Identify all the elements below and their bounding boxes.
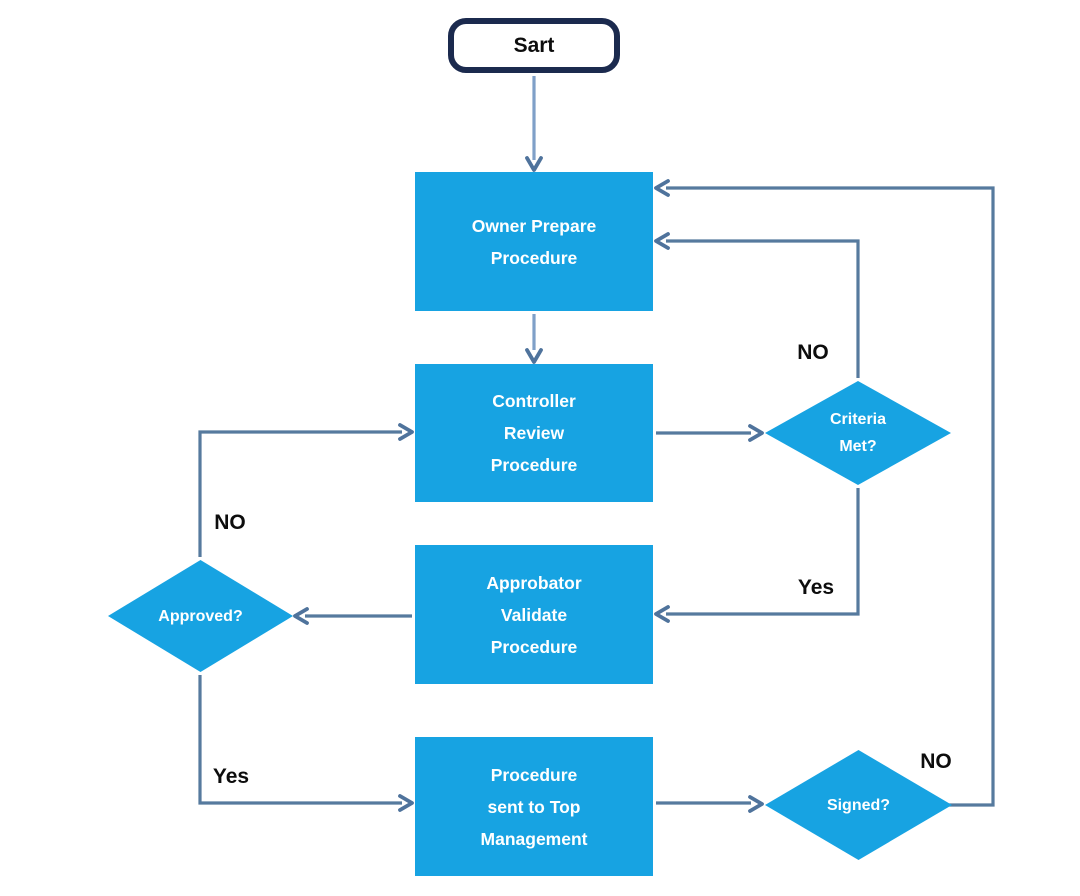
process-box-owner-prepare: Owner Prepare Procedure xyxy=(415,172,653,311)
process-label-line: Procedure xyxy=(490,636,578,657)
edge-approved-yes-to-topmgmt xyxy=(198,675,414,812)
process-label-line: Review xyxy=(503,423,565,443)
process-label-line: Approbator xyxy=(486,572,582,593)
process-box-approbator-validate: Approbator Validate Procedure xyxy=(415,545,653,684)
edge-label-signed-no: NO xyxy=(920,750,952,773)
process-box-controller-review: Controller Review Procedure xyxy=(415,364,653,502)
edge-approved-no-to-controller xyxy=(198,423,414,557)
edge-signed-no-to-owner xyxy=(654,179,995,807)
edge-criteria-no-to-owner xyxy=(654,232,860,378)
process-label-line: Validate xyxy=(500,604,568,625)
decision-label-line: Approved? xyxy=(158,607,243,625)
edge-controller-to-criteria xyxy=(656,424,764,442)
process-box-top-management: Procedure sent to Top Management xyxy=(415,737,653,876)
edge-label-criteria-no: NO xyxy=(797,341,829,364)
start-label: Sart xyxy=(513,33,555,57)
edge-start-to-owner xyxy=(525,76,543,172)
process-label-line: Procedure xyxy=(490,247,578,268)
process-label-line: sent to Top xyxy=(487,796,581,817)
process-label-line: Owner Prepare xyxy=(471,215,597,236)
start-node: Sart xyxy=(448,18,620,73)
process-label-line: Procedure xyxy=(490,455,578,475)
edge-criteria-yes-to-approbator xyxy=(654,488,860,623)
decision-label-line: Signed? xyxy=(826,796,891,814)
edge-owner-to-controller xyxy=(525,314,543,364)
process-label-line: Controller xyxy=(492,391,576,411)
decision-label-line: Criteria xyxy=(829,411,887,428)
decision-label-line: Met? xyxy=(839,438,877,455)
edge-label-approved-yes: Yes xyxy=(212,765,250,788)
process-label-line: Management xyxy=(480,828,588,849)
edge-approbator-to-approved xyxy=(293,607,412,625)
edge-topmgmt-to-signed xyxy=(656,795,764,813)
edge-label-approved-no: NO xyxy=(214,511,246,534)
edge-label-criteria-yes: Yes xyxy=(797,576,835,599)
process-label-line: Procedure xyxy=(490,764,578,785)
